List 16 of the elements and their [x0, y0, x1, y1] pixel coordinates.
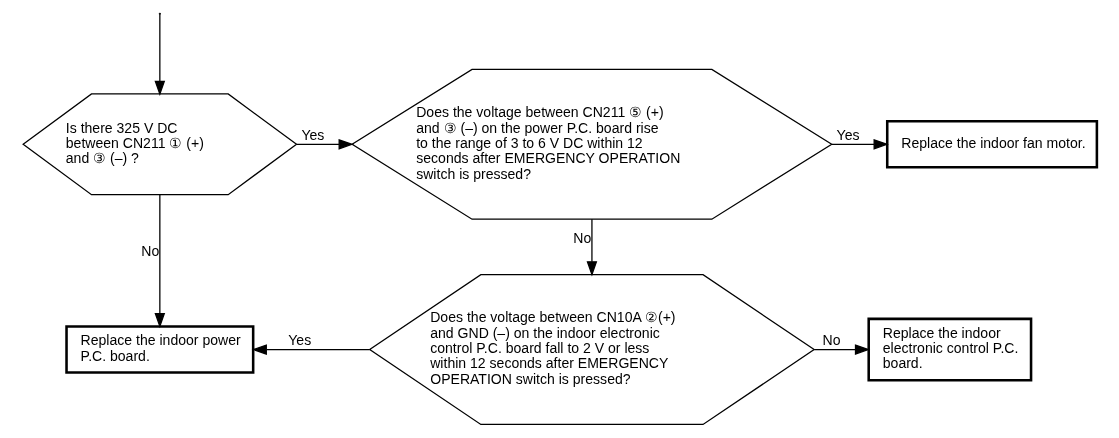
arrow	[813, 344, 870, 355]
edge-label: Yes	[836, 127, 859, 144]
node-box: Replace the indoor fan motor.	[885, 120, 1098, 169]
edge-label: No	[822, 332, 841, 349]
arrow	[830, 138, 889, 150]
arrow	[251, 344, 370, 355]
node-box: Replace the indoor power P.C. board.	[64, 325, 254, 374]
edge-label: Yes	[287, 332, 311, 349]
edge-label: No	[140, 243, 159, 260]
edge-label: Yes	[300, 127, 324, 144]
arrow	[586, 218, 597, 277]
arrow	[153, 13, 165, 97]
arrow	[295, 138, 354, 150]
edge-label: No	[572, 230, 591, 247]
arrow	[153, 194, 165, 329]
node-box: Replace the indoor electronic control P.C. board.	[866, 317, 1032, 382]
